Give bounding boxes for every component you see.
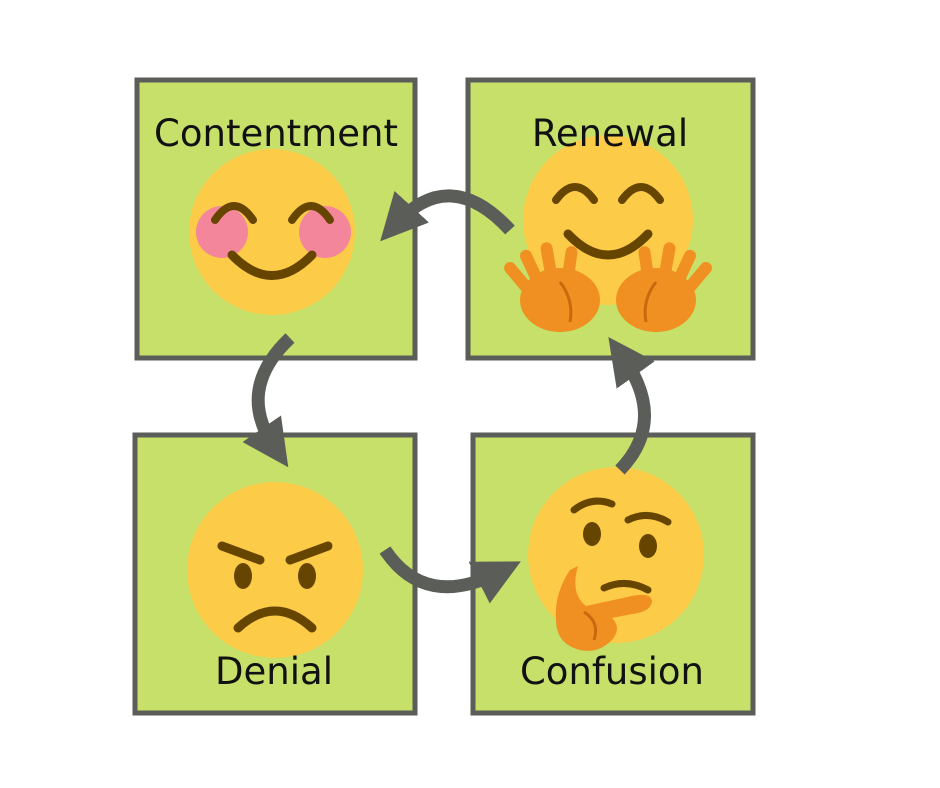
label-renewal: Renewal <box>532 112 688 155</box>
arrow-contentment-to-denial <box>242 333 295 468</box>
hugging-left-hand-icon <box>504 242 600 332</box>
hugging-right-hand-icon <box>616 242 712 332</box>
label-contentment: Contentment <box>154 112 398 155</box>
thinking-hand-icon <box>555 566 652 651</box>
arrow-renewal-to-contentment <box>380 189 515 242</box>
arrow-denial-to-confusion <box>379 546 521 604</box>
arrow-confusion-to-renewal <box>608 336 655 475</box>
angry-face-icon <box>187 482 363 658</box>
thinking-face-icon <box>528 467 704 651</box>
label-confusion: Confusion <box>520 650 704 693</box>
hugging-face-icon <box>504 135 712 332</box>
label-denial: Denial <box>215 650 333 693</box>
smiling-face-with-blush-icon <box>189 149 355 315</box>
